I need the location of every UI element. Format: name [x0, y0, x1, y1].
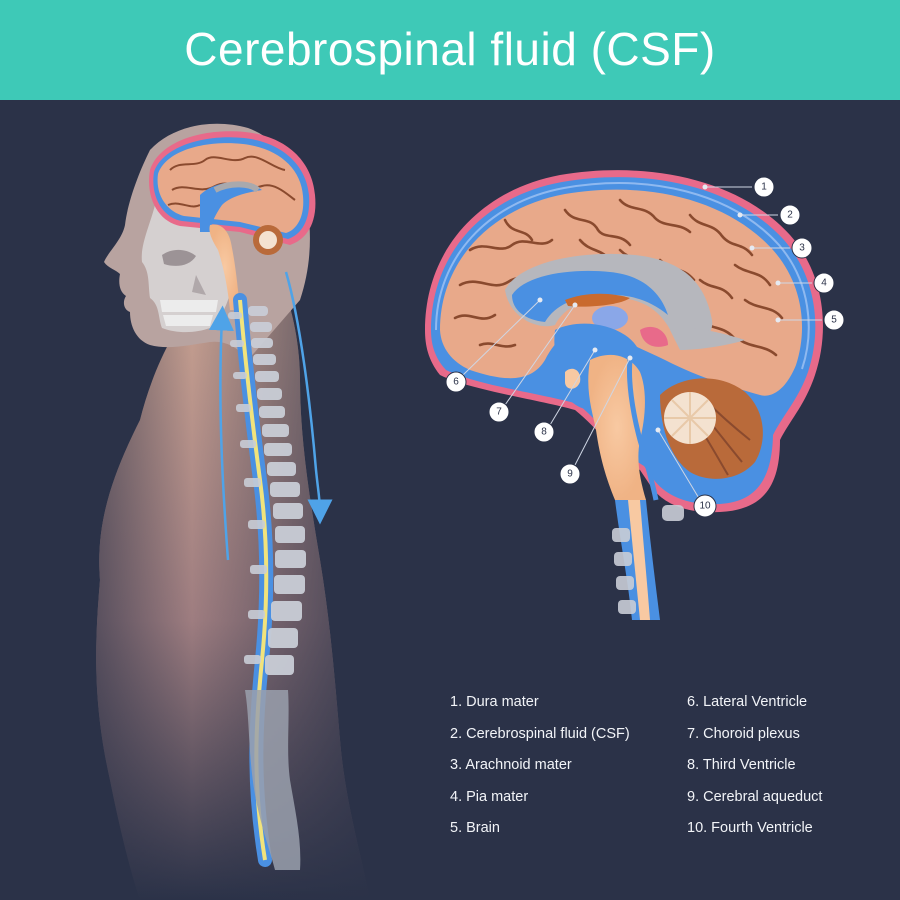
legend-item: 9. Cerebral aqueduct [687, 788, 823, 805]
legend-item: 3. Arachnoid mater [450, 757, 572, 773]
spinal-column [228, 293, 306, 870]
legend-item: 1. Dura mater [450, 694, 539, 710]
callout-marker-8: 8 [533, 421, 555, 443]
callout-marker-10: 10 [693, 494, 717, 518]
callout-label-10: 10 [699, 501, 711, 512]
title-banner: Cerebrospinal fluid (CSF) [0, 0, 900, 100]
callout-label-1: 1 [761, 182, 767, 193]
callout-label-5: 5 [831, 315, 837, 326]
legend-item: 8. Third Ventricle [687, 757, 796, 773]
callout-marker-7: 7 [488, 401, 510, 423]
legend-item: 5. Brain [450, 820, 500, 836]
callout-marker-5: 5 [823, 309, 845, 331]
legend-item: 10. Fourth Ventricle [687, 820, 813, 836]
callout-marker-4: 4 [813, 272, 835, 294]
callout-label-6: 6 [453, 377, 459, 388]
page-title: Cerebrospinal fluid (CSF) [184, 23, 716, 75]
legend-item: 4. Pia mater [450, 788, 529, 805]
legend-column-left: 1. Dura mater 2. Cerebrospinal fluid (CS… [450, 690, 630, 848]
callout-marker-1: 1 [753, 176, 775, 198]
legend-column-right: 6. Lateral Ventricle 7. Choroid plexus 8… [687, 690, 822, 848]
legend-item: 6. Lateral Ventricle [687, 694, 808, 710]
small-brain [149, 131, 316, 310]
callout-dots [537, 184, 781, 433]
callout-label-9: 9 [567, 469, 573, 480]
callout-label-7: 7 [496, 407, 502, 418]
csf-flow-arrows [208, 271, 333, 561]
callout-marker-2: 2 [779, 204, 801, 226]
legend-item: 7. Choroid plexus [687, 725, 800, 742]
legend-item: 2. Cerebrospinal fluid (CSF) [450, 725, 630, 742]
callout-label-2: 2 [787, 210, 793, 221]
callout-marker-3: 3 [791, 237, 813, 259]
callout-label-8: 8 [541, 427, 547, 438]
callout-marker-6: 6 [445, 371, 467, 393]
callout-label-4: 4 [821, 278, 827, 289]
brain-sagittal-section [425, 170, 823, 620]
callout-label-3: 3 [799, 243, 805, 254]
skull [141, 205, 234, 333]
callouts [462, 186, 822, 501]
callout-marker-9: 9 [559, 463, 581, 485]
body-profile [96, 123, 370, 900]
